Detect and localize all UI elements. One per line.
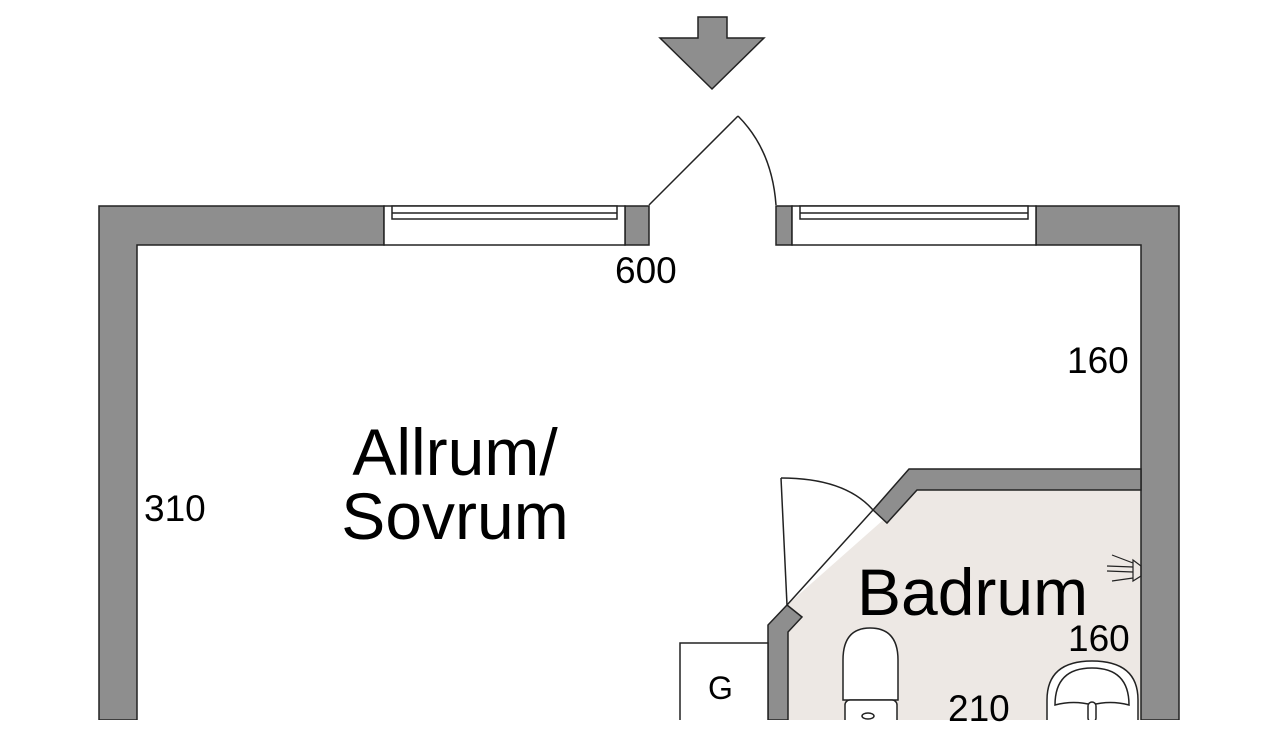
sink-icon	[1046, 660, 1139, 720]
toilet-icon	[842, 627, 899, 720]
entry-door	[648, 115, 777, 206]
room-name-line2: Sovrum	[341, 479, 569, 553]
dimension-bath-width: 160	[1068, 618, 1130, 659]
dimension-bath-depth: 210	[948, 688, 1010, 729]
closet-label: G	[708, 670, 733, 706]
walls	[98, 205, 1180, 720]
windows	[383, 205, 1037, 246]
room-label-bathroom: Badrum	[857, 555, 1089, 629]
dimension-left: 310	[144, 488, 206, 529]
bathroom-door	[780, 477, 874, 606]
entrance-arrow-icon	[658, 16, 766, 91]
room-label-living: Allrum/ Sovrum	[300, 415, 610, 553]
dimension-right-upper: 160	[1067, 340, 1129, 381]
closet	[679, 642, 769, 720]
light-fixture-icon	[1106, 554, 1142, 583]
dimension-top: 600	[615, 250, 677, 291]
room-name-line1: Allrum/	[352, 415, 558, 489]
